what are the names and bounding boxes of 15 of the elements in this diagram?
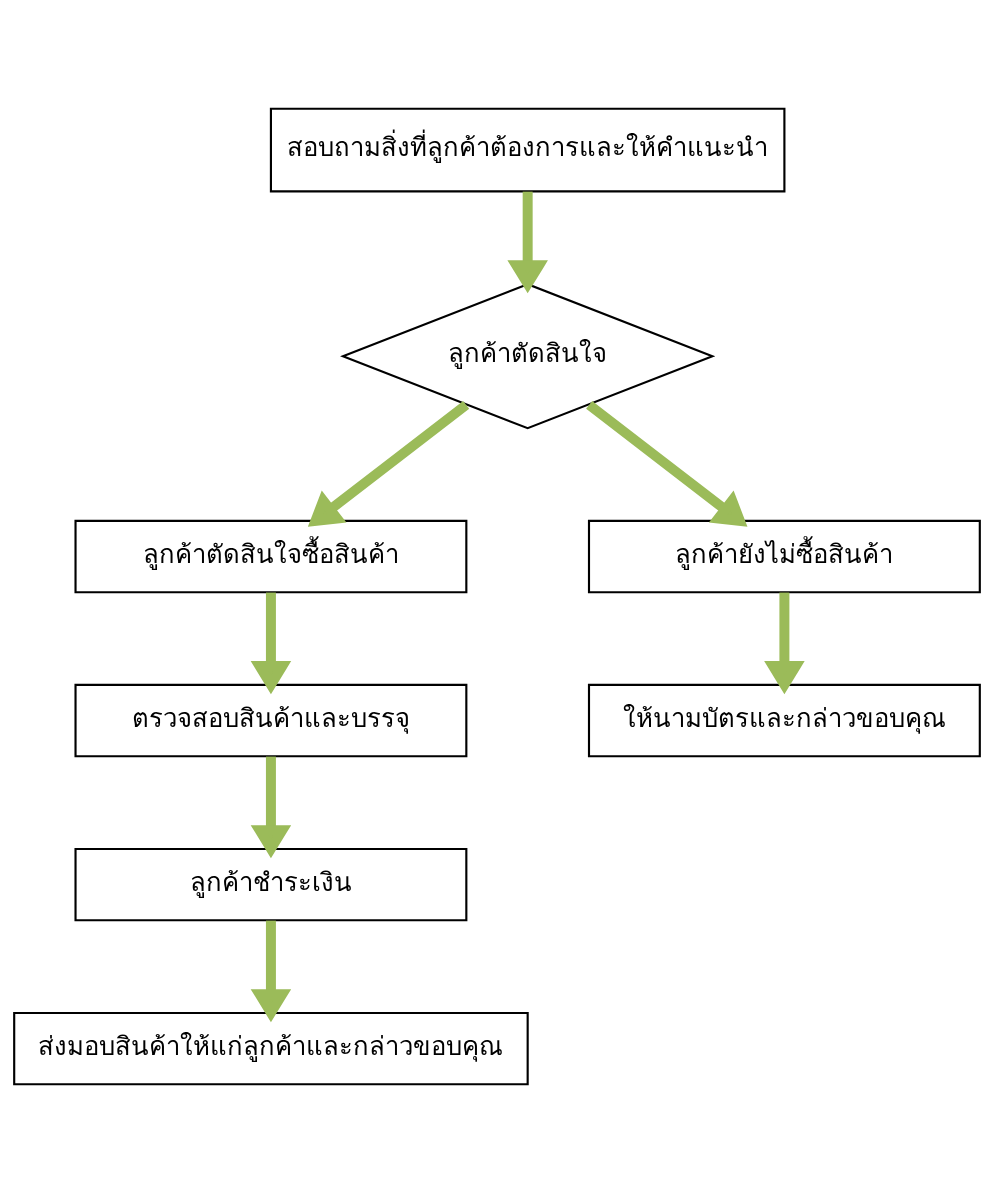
arrow	[250, 920, 292, 1023]
node-box: ลูกค้าชำระเงิน	[74, 847, 468, 922]
arrow	[250, 592, 292, 695]
node-box: ให้นามบัตรและกล่าวขอบคุณ	[587, 683, 981, 758]
arrow	[250, 756, 292, 859]
node-box: ลูกค้ายังไม่ซื้อสินค้า	[587, 519, 981, 594]
node-box: สอบถามสิ่งที่ลูกค้าต้องการและให้คำแนะนำ	[269, 107, 786, 193]
arrow	[307, 400, 470, 527]
node-box: ตรวจสอบสินค้าและบรรจุ	[74, 683, 468, 758]
node-box: ส่งมอบสินค้าให้แก่ลูกค้าและกล่าวขอบคุณ	[13, 1011, 529, 1086]
node-diamond: ลูกค้าตัดสินใจ	[340, 283, 716, 430]
arrow	[507, 191, 548, 294]
arrow	[764, 592, 805, 695]
arrow	[586, 400, 748, 527]
node-box: ลูกค้าตัดสินใจซื้อสินค้า	[74, 519, 468, 594]
